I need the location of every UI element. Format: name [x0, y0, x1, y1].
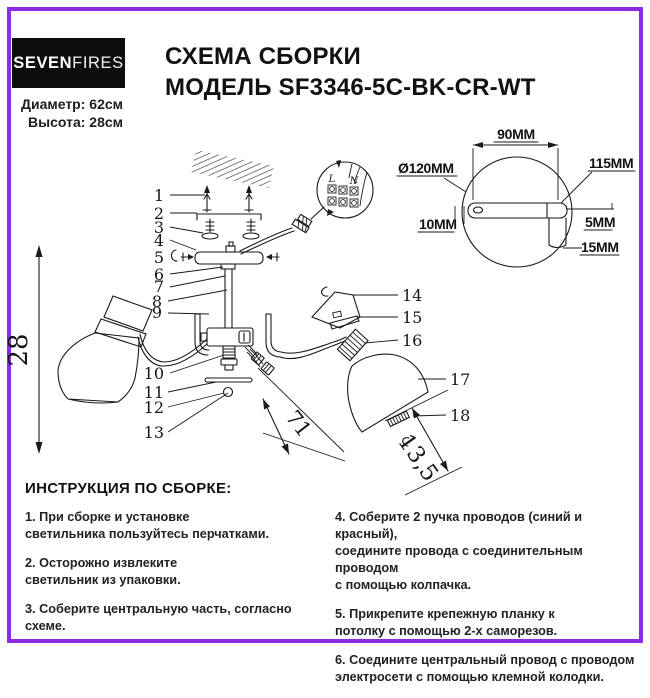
right-shade: [347, 353, 429, 433]
arm-right: [279, 336, 347, 360]
terminal-L-label: L: [328, 174, 336, 185]
instructions-right-column: 4. Соберите 2 пучка проводов (синий и кр…: [335, 509, 635, 698]
dim-height-28: 28: [4, 245, 43, 454]
dim-15mm-label: 15MM: [581, 239, 619, 255]
brand-name-light: FIRES: [72, 53, 124, 72]
ceiling-hatch: [191, 150, 274, 188]
part-label-2: 2: [154, 204, 164, 223]
part-label-9: 9: [152, 303, 162, 322]
part-label-15: 15: [402, 308, 422, 327]
part-label-16: 16: [402, 331, 422, 350]
instruction-step-2: 2. Осторожно извлеките светильник из упа…: [25, 556, 181, 587]
instruction-step-5: 5. Прикрепите крепежную планку к потолку…: [335, 607, 558, 638]
instructions-heading: ИНСТРУКЦИЯ ПО СБОРКЕ:: [25, 480, 232, 497]
socket-ring: [329, 315, 360, 330]
part-label-5: 5: [154, 248, 164, 267]
part-label-8: 8: [152, 292, 162, 311]
part-label-14: 14: [402, 286, 422, 305]
dim-90mm: 90MM: [472, 126, 559, 200]
arm-left: [137, 333, 208, 367]
part-label-13: 13: [144, 423, 164, 442]
terminal-detail-circle: L N: [316, 160, 374, 219]
part-labels: 1 2 3 4 5 6 7 8 9 10 11 12 13 14 15 16 1…: [144, 186, 471, 442]
dim-arm-71: 71: [257, 367, 346, 462]
instruction-step-6: 6. Соедините центральный провод с провод…: [335, 653, 635, 684]
dim-71-label: 71: [281, 406, 316, 442]
brand-name-bold: SEVEN: [13, 53, 73, 72]
part-label-3: 3: [154, 218, 164, 237]
dim-5mm-label: 5MM: [585, 214, 615, 230]
dim-90mm-label: 90MM: [497, 126, 535, 142]
power-wire: [239, 206, 325, 255]
mounting-bracket: [196, 213, 262, 221]
arm-hook-right: [265, 313, 282, 358]
dim-115mm: 115MM: [560, 155, 636, 204]
instructions-left-column: 1. При сборке и установке светильника по…: [25, 509, 325, 647]
hub-body: [200, 327, 254, 347]
down-rod: [220, 263, 236, 329]
dim-120mm-label: Ø120MM: [398, 160, 454, 176]
fixture-specs: Диаметр: 62см Высота: 28см: [12, 95, 123, 131]
plate-detail-circle: [461, 156, 573, 268]
canopy-side-screw: [170, 249, 280, 262]
assembly-diagram: L N 90MM Ø120MM 115MM 10MM: [4, 126, 636, 496]
part-label-12: 12: [144, 398, 164, 417]
socket-cup: [311, 286, 361, 329]
dim-13-5-label: 13,5: [392, 430, 443, 487]
bottom-plate: [204, 377, 253, 383]
left-shade: [57, 295, 153, 404]
dim-28-label: 28: [4, 333, 34, 366]
part-label-6: 6: [154, 265, 164, 284]
threaded-nipple: [220, 345, 238, 371]
dim-5mm: 5MM: [566, 203, 616, 231]
dim-115mm-label: 115MM: [589, 155, 633, 171]
dim-15mm: 15MM: [563, 239, 620, 256]
part-label-18: 18: [450, 406, 470, 425]
instruction-step-1: 1. При сборке и установке светильника по…: [25, 510, 270, 541]
part-label-11: 11: [144, 383, 164, 402]
lamp-socket: [336, 328, 369, 362]
part-label-17: 17: [450, 370, 470, 389]
mounting-screw: [202, 185, 254, 213]
spec-height: Высота: 28см: [28, 114, 123, 130]
spec-diameter: Диаметр: 62см: [21, 96, 123, 112]
part-label-10: 10: [144, 364, 164, 383]
instruction-step-3: 3. Соберите центральную часть, согласно …: [25, 602, 292, 633]
instruction-step-4: 4. Соберите 2 пучка проводов (синий и кр…: [335, 510, 583, 592]
ball-finial: [222, 386, 234, 398]
dim-10mm: 10MM: [417, 206, 465, 233]
page-title: СХЕМА СБОРКИ МОДЕЛЬ SF3346-5C-BK-CR-WT: [165, 41, 536, 103]
wall-anchor: [201, 218, 260, 240]
leader-lines: [167, 194, 447, 433]
wire-nut: [244, 344, 275, 376]
dim-diameter-120mm: Ø120MM: [396, 160, 467, 193]
terminal-N-label: N: [349, 176, 360, 187]
title-line1: СХЕМА СБОРКИ: [165, 43, 361, 70]
title-line2: МОДЕЛЬ SF3346-5C-BK-CR-WT: [165, 74, 536, 101]
part-label-7: 7: [154, 277, 164, 296]
dim-10mm-label: 10MM: [419, 216, 457, 232]
part-label-1: 1: [154, 186, 164, 205]
terminal-screws: [327, 184, 359, 208]
part-label-4: 4: [154, 231, 164, 250]
